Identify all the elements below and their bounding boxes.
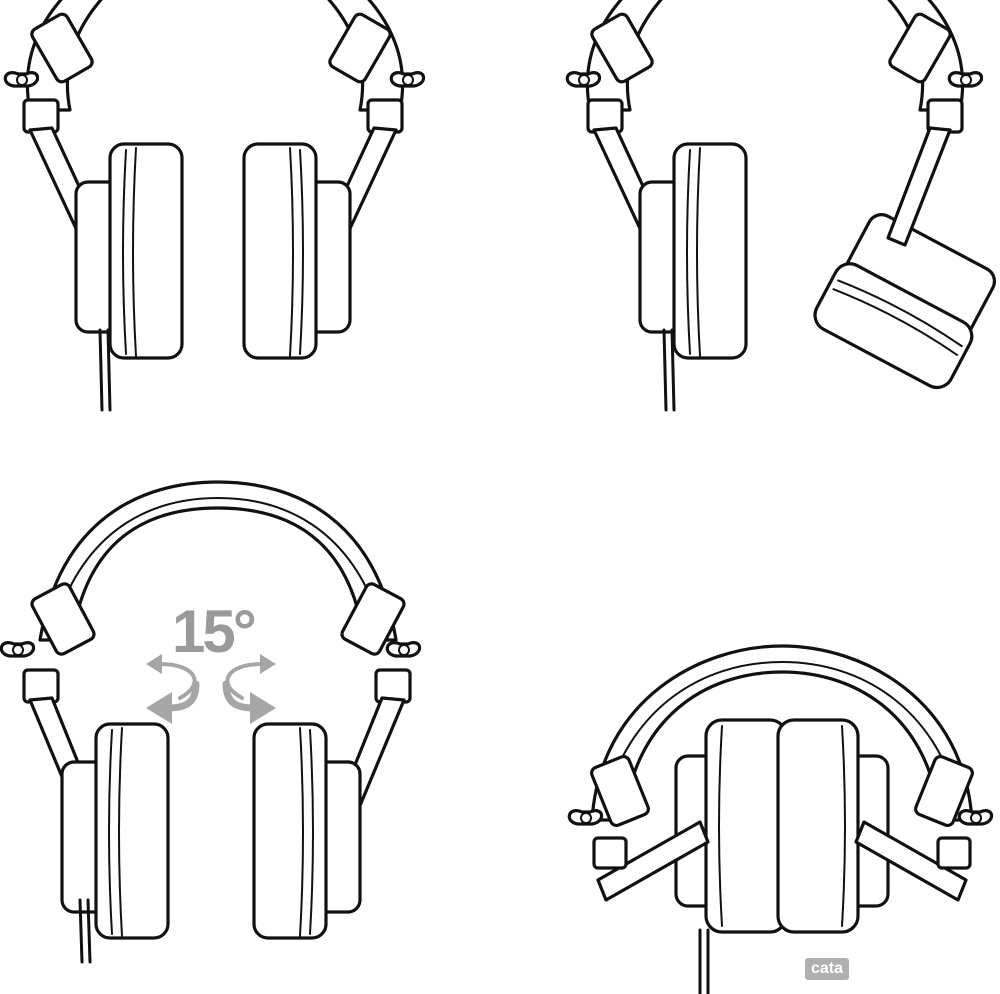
rotation-angle-label: 15° [172,598,255,665]
headphone-swivel-view [565,0,997,412]
headphone-front-view [3,0,426,412]
headphone-folded-view [567,644,994,994]
headphone-rotation-view: 15° [0,480,422,964]
rotate-right-arrow-icon [222,654,276,724]
watermark-text: cata [805,958,850,980]
rotate-left-arrow-icon [146,654,200,724]
